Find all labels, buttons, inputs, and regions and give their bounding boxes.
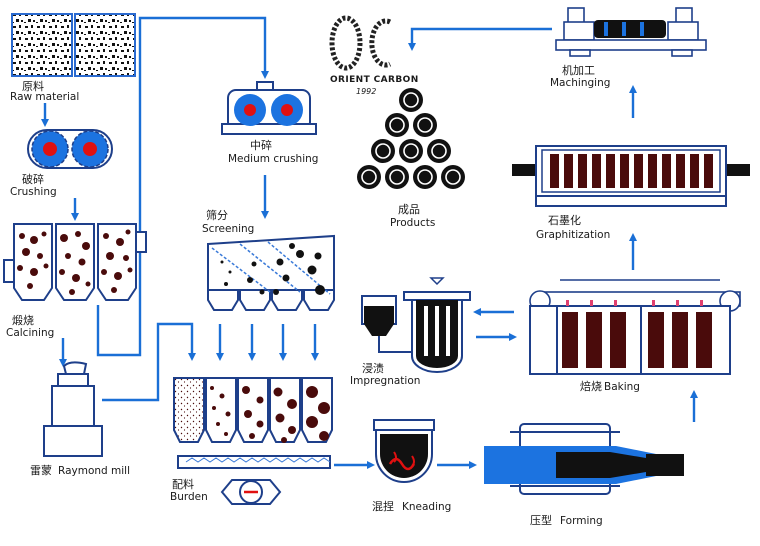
forming-en: Forming <box>560 515 603 527</box>
graphitization-furnace-equipment <box>512 145 750 207</box>
graphitization-en: Graphitization <box>536 229 610 241</box>
machining-lathe-equipment <box>555 7 707 57</box>
kneading-equipment <box>373 419 435 483</box>
products-cn: 成品 <box>398 203 420 216</box>
orient-carbon-logo: ORIENT CARBON 1992 <box>329 15 419 96</box>
calcining-en: Calcining <box>6 327 54 339</box>
products-en: Products <box>390 217 435 229</box>
medium-crusher-equipment <box>221 81 317 135</box>
burden-equipment <box>173 377 333 505</box>
raw-material-en: Raw material <box>10 91 79 103</box>
medium-crushing-en: Medium crushing <box>228 153 318 165</box>
screening-cn: 筛分 <box>206 208 228 222</box>
impregnation-equipment <box>361 277 471 373</box>
screening-equipment <box>207 234 335 311</box>
logo-brand: ORIENT CARBON <box>330 75 419 85</box>
machining-cn: 机加工 <box>562 63 595 77</box>
raw-material-equipment <box>11 13 136 77</box>
machining-en: Machinging <box>550 77 610 89</box>
baking-cn: 焙烧 <box>580 379 602 393</box>
logo-year: 1992 <box>356 87 376 96</box>
calciner-equipment <box>3 223 147 301</box>
products-electrodes <box>357 88 465 189</box>
baking-furnace-equipment <box>529 279 741 375</box>
raymond-mill-en: Raymond mill <box>58 465 130 477</box>
screening-en: Screening <box>202 223 254 235</box>
raw-material-cn: 原料 <box>22 79 44 93</box>
medium-crushing-cn: 中碎 <box>250 138 272 152</box>
raymond-mill-equipment <box>43 361 103 457</box>
crusher-equipment <box>27 129 113 169</box>
crushing-cn: 破碎 <box>22 172 44 186</box>
impregnation-en: Impregnation <box>350 375 420 387</box>
graphitization-cn: 石墨化 <box>548 213 581 227</box>
forming-cn: 压型 <box>530 513 552 527</box>
burden-cn: 配料 <box>172 477 194 491</box>
burden-en: Burden <box>170 491 208 503</box>
kneading-en: Kneading <box>402 501 451 513</box>
baking-en: Baking <box>604 381 640 393</box>
crushing-en: Crushing <box>10 186 57 198</box>
flow-arrows <box>41 16 698 469</box>
raymond-mill-cn: 雷蒙 <box>30 464 52 477</box>
forming-equipment <box>484 423 684 495</box>
kneading-cn: 混捏 <box>372 499 394 513</box>
impregnation-cn: 浸渍 <box>362 362 384 375</box>
calcining-cn: 煅烧 <box>12 313 34 327</box>
